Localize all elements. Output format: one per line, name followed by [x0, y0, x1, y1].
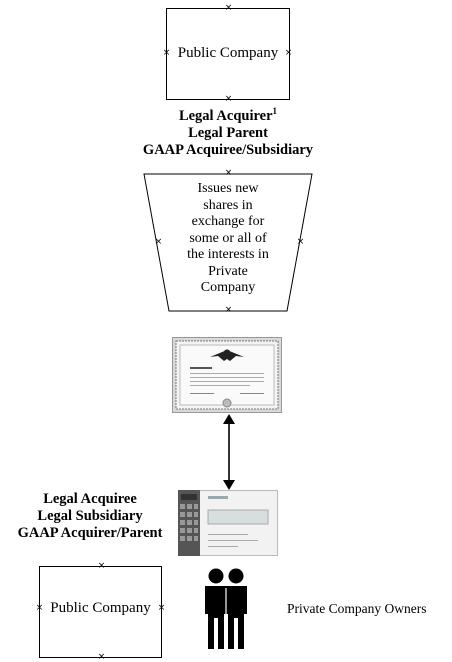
issuance-trapezoid [143, 173, 313, 312]
connector-marker: × [296, 237, 305, 247]
public-company-box-top: × × × × [163, 4, 293, 104]
issuance-text: Issues new shares in exchange for some o… [187, 181, 269, 295]
connector-marker: × [97, 561, 106, 571]
connector-marker: × [97, 652, 106, 662]
public-company-label-top: Public Company [177, 45, 279, 61]
connector-marker: × [157, 603, 166, 613]
connector-marker: × [154, 237, 163, 247]
footnote-marker: 1 [272, 106, 278, 117]
connector-marker: × [224, 3, 233, 13]
double-arrow-icon [223, 414, 235, 490]
public-company-box-bottom: × × × × [36, 562, 166, 662]
connector-marker: × [224, 94, 233, 104]
connector-marker: × [284, 48, 293, 58]
connector-marker: × [162, 48, 171, 58]
connector-marker: × [224, 168, 233, 178]
private-company-owners-label: Private Company Owners [287, 601, 427, 616]
people-icon [205, 568, 247, 649]
public-company-label-bottom: Public Company [50, 600, 151, 616]
connector-marker: × [35, 603, 44, 613]
connector-marker: × [224, 305, 233, 315]
stock-certificate-icon [172, 337, 282, 413]
bank-check-icon [178, 490, 278, 556]
legal-acquirer-heading: Legal Acquirer1 Legal Parent GAAP Acquir… [142, 106, 314, 158]
legal-acquiree-heading: Legal Acquiree Legal Subsidiary GAAP Acq… [17, 491, 163, 541]
